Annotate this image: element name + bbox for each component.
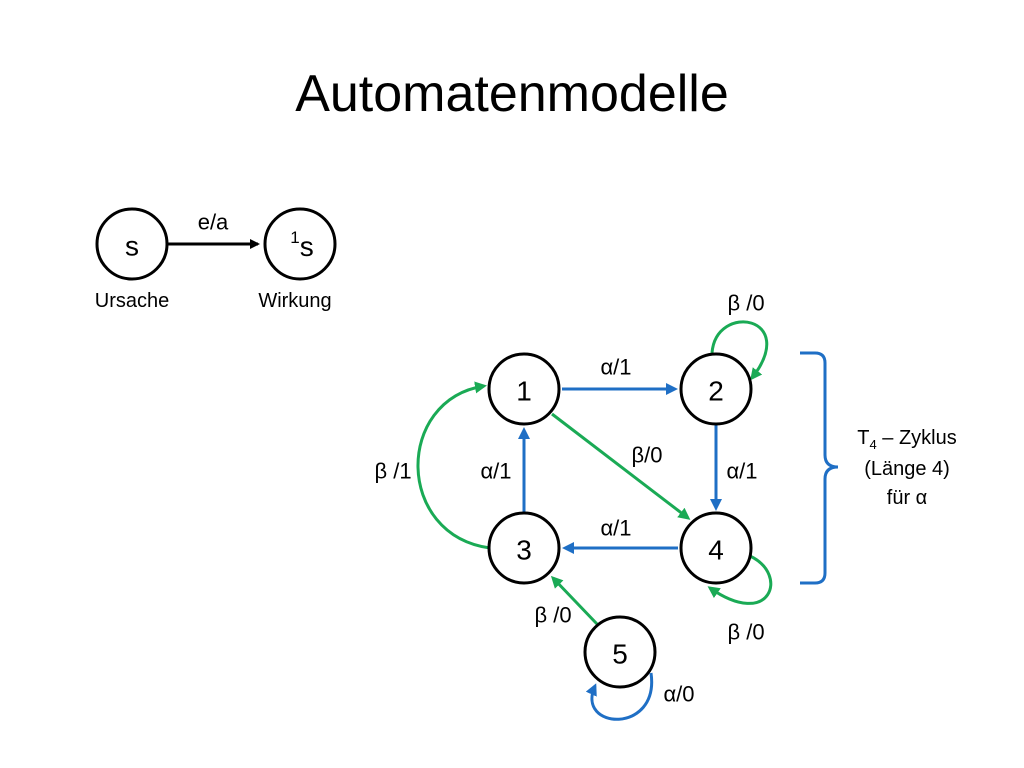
node-3: 3	[487, 511, 561, 585]
edge-label-1-to-2: α/1	[600, 355, 631, 380]
legend-next-state-circle	[263, 207, 337, 281]
edge-label-2-to-4: α/1	[726, 459, 757, 484]
page-title: Automatenmodelle	[295, 65, 729, 123]
cycle-brace	[800, 351, 839, 585]
edge-labels: α/1 α/1 α/1 α/1 β/0 β /1 β /0 β /0 β /0 …	[374, 291, 764, 707]
edge-label-1-to-4: β/0	[631, 443, 662, 468]
node-2: 2	[679, 352, 753, 426]
node-1: 1	[487, 352, 561, 426]
node-4: 4	[679, 511, 753, 585]
node-5: 5	[583, 615, 657, 689]
edge-label-5-to-3: β /0	[534, 603, 571, 628]
edge-label-5-self-loop: α/0	[663, 682, 694, 707]
legend-cause-label: Ursache	[95, 290, 169, 312]
legend-effect-label: Wirkung	[258, 290, 331, 312]
edge-label-4-to-3: α/1	[600, 516, 631, 541]
cycle-label-line3: für α	[887, 487, 927, 509]
node-4-label: 4	[708, 535, 724, 566]
edge-2-self-loop	[710, 320, 769, 381]
legend-next-state-label: 1s	[290, 228, 313, 262]
edge-label-3-to-1-beta: β /1	[374, 459, 411, 484]
node-5-label: 5	[612, 639, 628, 670]
edge-1-to-4	[551, 412, 691, 520]
node-3-label: 3	[516, 535, 532, 566]
edge-label-4-self-loop: β /0	[727, 620, 764, 645]
edge-4-self-loop	[707, 554, 773, 605]
cycle-annotation: T4 – Zyklus (Länge 4) für α	[857, 427, 956, 509]
legend-next-state-letter: s	[300, 231, 314, 262]
cycle-label-line1: T4 – Zyklus	[857, 427, 956, 452]
legend-state-label: s	[125, 231, 139, 262]
edge-5-self-loop	[585, 672, 654, 721]
node-2-label: 2	[708, 376, 724, 407]
node-1-label: 1	[516, 376, 532, 407]
edge-label-3-to-1: α/1	[480, 459, 511, 484]
legend-next-state-superscript: 1	[290, 228, 299, 247]
legend-state-circle	[95, 207, 169, 281]
edge-5-to-3	[550, 575, 599, 626]
legend-transition-label: e/a	[198, 210, 229, 235]
cycle-label-line2: (Länge 4)	[864, 458, 950, 480]
edge-label-2-self-loop: β /0	[727, 291, 764, 316]
edges	[416, 320, 773, 721]
nodes: 1 2 3 4 5	[487, 352, 753, 689]
legend: e/a s 1s Ursache Wirkung	[95, 207, 337, 312]
edge-3-to-1-beta	[416, 381, 491, 550]
